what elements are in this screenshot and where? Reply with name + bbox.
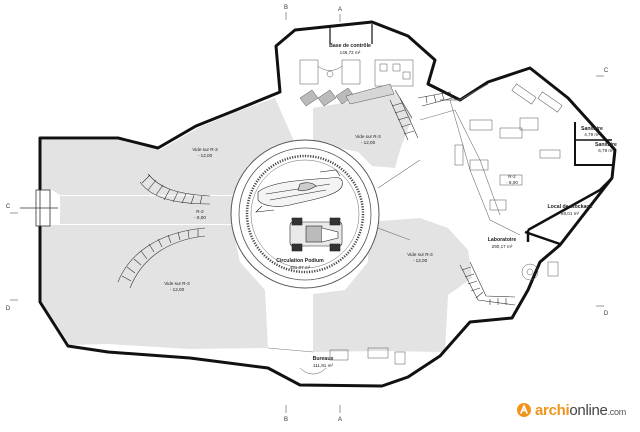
west-entrance (20, 189, 58, 227)
level-name-r2-east: R-2 (508, 174, 516, 179)
room-name-bureaux: Bureaux (313, 356, 334, 362)
level-name-vide-southwest: Vide sur R-3 (164, 281, 190, 286)
stair-southeast (459, 261, 516, 306)
room-name-podium: Circulation Podium (276, 258, 324, 264)
level-name-vide-west: Vide sur R-3 (192, 147, 218, 152)
room-name-lab: Laboratoire (488, 237, 517, 243)
room-name-base: Base de contrôle (329, 43, 371, 49)
section-mark-d-right: D (604, 311, 609, 317)
level-value-vide-west: - 12,00 (198, 153, 213, 158)
level-value-vide-southeast: - 12,00 (413, 258, 428, 263)
room-name-stock: Local de stockage (548, 204, 593, 210)
section-mark-a-top: A (338, 7, 342, 13)
room-area-base: 146,72 m² (340, 50, 361, 55)
room-area-lab: 290,17 m² (492, 244, 513, 249)
archionline-logo-icon (517, 403, 531, 417)
interior-walls (329, 24, 613, 246)
zone-west-void-south (40, 225, 268, 349)
vehicle-batmobile (255, 169, 343, 213)
zone-north-void (313, 92, 412, 168)
outer-wall (38, 20, 617, 388)
zone-southeast-void (313, 218, 472, 352)
furniture-offices (299, 347, 406, 375)
room-area-stock: 69,01 m² (561, 211, 580, 216)
level-value-r2-east: - 8,00 (506, 180, 518, 185)
section-mark-c-left: C (6, 204, 11, 210)
vehicle-tumbler (289, 217, 343, 252)
archionline-logo: archionline.com (516, 399, 628, 421)
zone-west-void (40, 98, 298, 195)
level-value-vide-southwest: - 12,00 (170, 287, 185, 292)
furniture-control-base (299, 59, 414, 107)
section-mark-d-left: D (6, 306, 11, 312)
floor-zones (40, 92, 472, 352)
room-area-sanitaire-1: 4,79 m² (584, 132, 600, 137)
level-value-vide-north: - 12,00 (361, 140, 376, 145)
room-name-sanitaire-2: Sanitaire (595, 142, 617, 148)
section-mark-b-top: B (284, 5, 288, 11)
zone-corridor (60, 196, 240, 224)
section-mark-b-bottom: B (284, 417, 288, 423)
logo-rest: online (569, 401, 608, 419)
section-mark-c-right: C (604, 68, 609, 74)
stair-north (389, 91, 453, 141)
room-area-podium: 451,07 m² (290, 265, 311, 270)
furniture-laboratory (454, 83, 563, 281)
section-mark-a-bottom: A (338, 417, 342, 423)
stair-west-lower (117, 227, 206, 289)
level-name-r2-west: R-2 (196, 209, 204, 214)
logo-domain: .com (607, 406, 627, 417)
section-markers (10, 12, 604, 413)
room-area-bureaux: 111,91 m² (313, 363, 333, 368)
archionline-logo-text: archionline.com (535, 402, 626, 419)
logo-brand: archi (535, 401, 570, 419)
stair-west-upper (139, 173, 211, 205)
room-name-sanitaire-1: Sanitaire (581, 126, 603, 132)
room-area-sanitaire-2: 6,79 m² (598, 148, 614, 153)
level-value-r2-west: - 8,00 (194, 215, 206, 220)
level-name-vide-southeast: Vide sur R-3 (407, 252, 433, 257)
level-name-vide-north: Vide sur R-3 (355, 134, 381, 139)
